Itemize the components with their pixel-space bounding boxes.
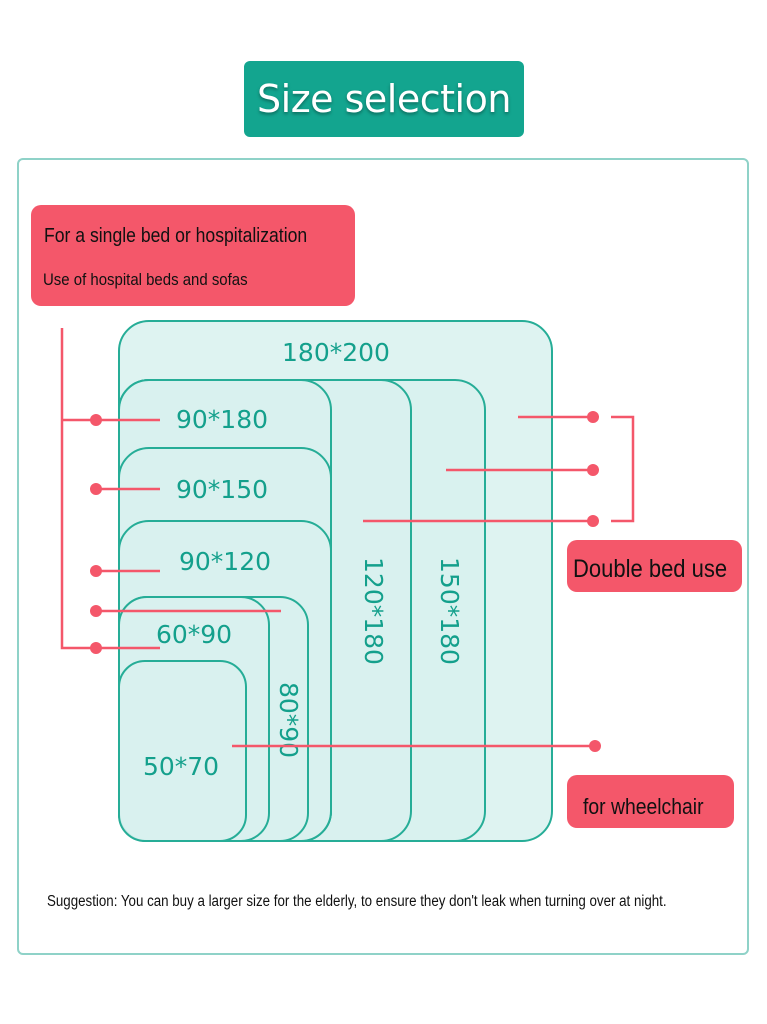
size-label-180x200: 180*200 bbox=[282, 338, 390, 367]
size-label-90x150: 90*150 bbox=[176, 475, 268, 504]
page-title: Size selection bbox=[257, 77, 511, 121]
pointer-dot-90x120 bbox=[90, 565, 102, 577]
single-bed-label: For a single bed or hospitalization Use … bbox=[31, 205, 355, 306]
wheelchair-text: for wheelchair bbox=[583, 794, 704, 819]
pointer-dot-90x150 bbox=[90, 483, 102, 495]
single-bed-subtitle: Use of hospital beds and sofas bbox=[43, 270, 248, 289]
pad-50x70 bbox=[118, 660, 247, 842]
size-label-90x120: 90*120 bbox=[179, 547, 271, 576]
title-badge: Size selection bbox=[244, 61, 524, 137]
pointer-dot-80x90 bbox=[90, 605, 102, 617]
size-label-150x180: 150*180 bbox=[435, 557, 464, 665]
double-bed-text: Double bed use bbox=[573, 555, 728, 583]
double-bracket-line bbox=[611, 415, 635, 523]
pointer-dot-60x90 bbox=[90, 642, 102, 654]
double-bed-label: Double bed use bbox=[567, 540, 742, 592]
size-label-90x180: 90*180 bbox=[176, 405, 268, 434]
size-label-50x70: 50*70 bbox=[143, 752, 219, 781]
pointer-dot-150x180 bbox=[587, 464, 599, 476]
single-bracket-line bbox=[60, 328, 96, 650]
pointer-dot-180x200 bbox=[587, 411, 599, 423]
content-frame bbox=[17, 158, 749, 955]
suggestion-text: Suggestion: You can buy a larger size fo… bbox=[47, 893, 667, 910]
pointer-dot-120x180 bbox=[587, 515, 599, 527]
wheelchair-label: for wheelchair bbox=[567, 775, 734, 828]
pointer-dot-50x70 bbox=[589, 740, 601, 752]
size-label-60x90: 60*90 bbox=[156, 620, 232, 649]
pointer-dot-90x180 bbox=[90, 414, 102, 426]
single-bed-title: For a single bed or hospitalization bbox=[44, 225, 308, 247]
size-label-120x180: 120*180 bbox=[359, 557, 388, 665]
